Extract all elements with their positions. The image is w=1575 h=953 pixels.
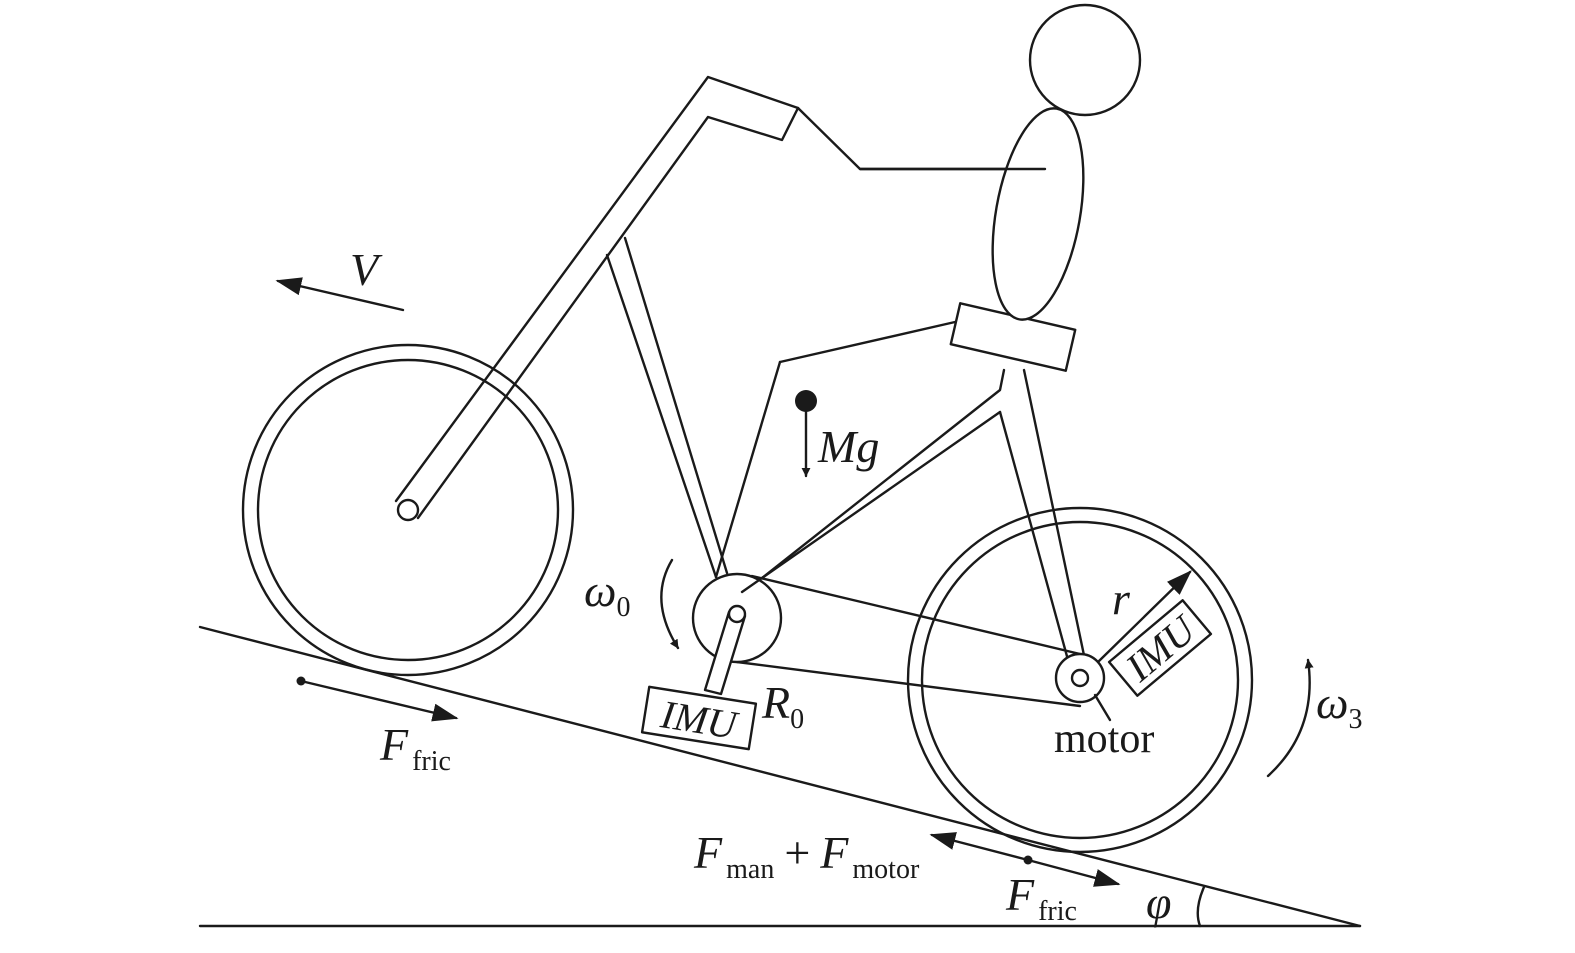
- chain-stay: [998, 368, 1087, 662]
- front-wheel: [241, 343, 575, 677]
- friction-front-symbol: F: [379, 719, 409, 770]
- crank-speed-symbol: ω: [584, 565, 616, 616]
- drive-force-symbol-1: F: [693, 827, 723, 878]
- imu-crank-box: IMU: [640, 685, 758, 751]
- drive-force-arrow: [929, 832, 1030, 862]
- drive-force-sub-2: motor: [852, 854, 920, 885]
- rider: [858, 3, 1142, 321]
- rear-speed-label: ω3: [1316, 677, 1362, 735]
- velocity-label: V: [350, 244, 383, 295]
- slope-angle-label: φ: [1146, 877, 1171, 928]
- seat-tube: [714, 360, 782, 579]
- drive-force-sub-1: man: [726, 854, 774, 885]
- velocity-arrow: [275, 277, 405, 312]
- rear-speed-symbol: ω: [1316, 677, 1348, 728]
- fork-and-handlebar: [394, 75, 1047, 522]
- crank-speed-label: ω0: [584, 565, 630, 623]
- crank-rotation-arrow: [660, 558, 680, 650]
- wheel-radius-label: r: [1112, 573, 1131, 624]
- wheel-radius-arrow: [1096, 570, 1192, 664]
- crank-radius-label: R0: [761, 677, 804, 735]
- friction-front-sub: fric: [412, 746, 451, 777]
- drive-force-plus: +: [784, 827, 810, 878]
- slope-line: [198, 625, 1362, 928]
- chain: [735, 574, 1082, 708]
- down-tube: [605, 236, 729, 579]
- center-of-mass-dot: [795, 390, 817, 412]
- friction-rear-arrow: [1026, 858, 1121, 887]
- drive-force-symbol-2: F: [819, 827, 849, 878]
- slope-angle-arc: [1196, 885, 1206, 928]
- rear-triangle-tube: [740, 368, 1006, 594]
- crank-arm: [703, 604, 747, 696]
- crank-speed-sub: 0: [616, 592, 630, 623]
- friction-rear-symbol: F: [1005, 869, 1035, 920]
- gravity-label: Mg: [817, 421, 879, 472]
- motor-hub: [1054, 652, 1112, 722]
- friction-front-arrow: [299, 679, 459, 722]
- crank-radius-symbol: R: [761, 677, 790, 728]
- rear-wheel-rotation-arrow: [1266, 658, 1314, 778]
- motor-label: motor: [1054, 716, 1154, 762]
- rear-speed-sub: 3: [1348, 704, 1362, 735]
- friction-rear-sub: fric: [1038, 896, 1077, 927]
- rear-wheel: [906, 506, 1254, 854]
- crank-radius-sub: 0: [790, 704, 804, 735]
- top-tube: [778, 320, 957, 364]
